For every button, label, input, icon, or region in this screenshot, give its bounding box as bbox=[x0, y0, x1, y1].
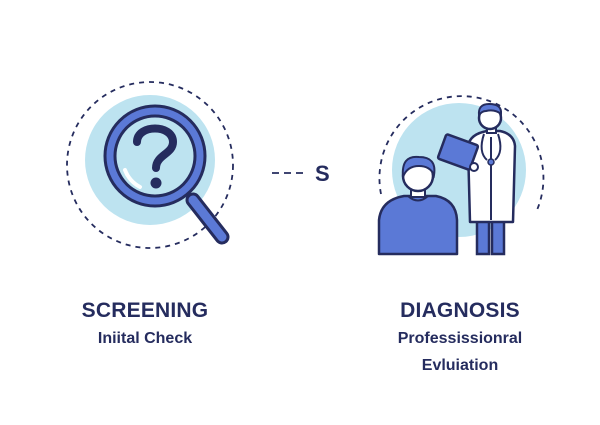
diagnosis-subtitle-line1: Professissionral bbox=[355, 327, 565, 350]
screening-title: SCREENING bbox=[40, 299, 250, 323]
diagnosis-subtitle-line2: Evluiation bbox=[355, 354, 565, 377]
diagnosis-label-block: DIAGNOSIS Professissionral Evluiation bbox=[355, 299, 565, 377]
connector: S bbox=[272, 161, 330, 186]
diagnosis-title: DIAGNOSIS bbox=[355, 299, 565, 323]
diagnosis-icon-group bbox=[379, 96, 543, 254]
screening-icon-group bbox=[67, 82, 233, 248]
screening-subtitle: Iniital Check bbox=[40, 327, 250, 350]
connector-label: S bbox=[315, 161, 330, 186]
screening-label-block: SCREENING Iniital Check bbox=[40, 299, 250, 350]
